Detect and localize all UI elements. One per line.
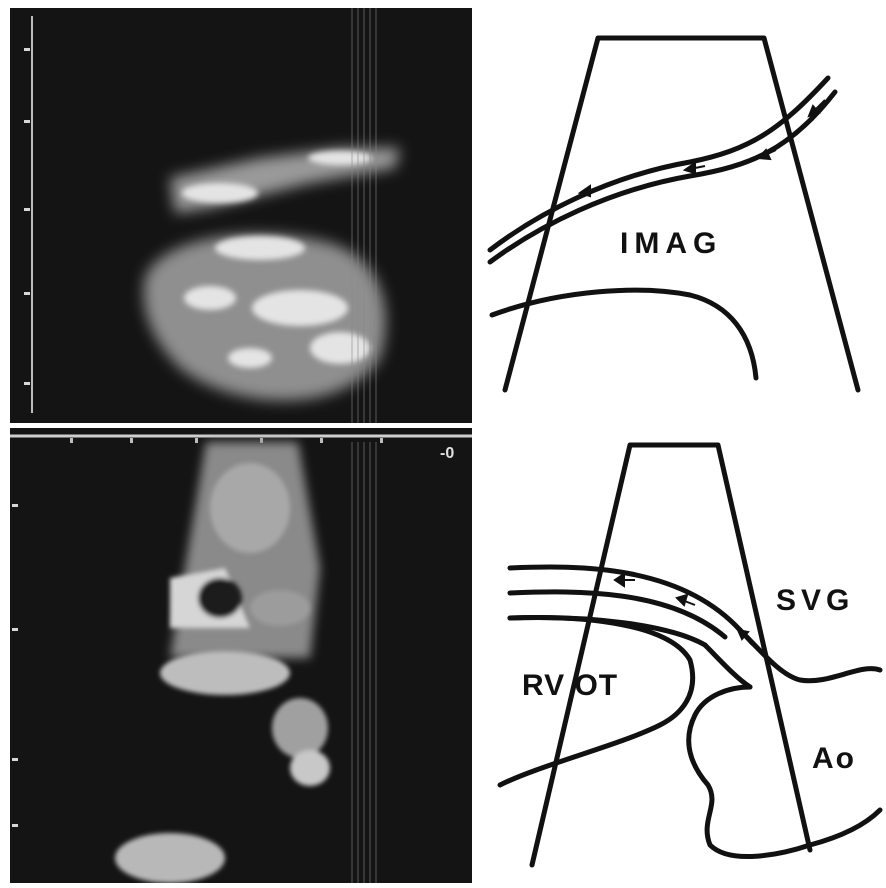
graft-termination — [705, 645, 750, 687]
transducer-sector-outline — [505, 38, 858, 390]
echo-image-top — [10, 8, 472, 423]
echo-image-bottom: -0 — [10, 428, 472, 883]
label-rvot: RV OT — [522, 669, 618, 702]
underlying-structure-contour — [492, 290, 756, 378]
schematic-top: IMAG — [480, 0, 886, 420]
graft-wall-middle-bottom — [510, 592, 725, 637]
label-svg: SVG — [776, 584, 854, 617]
graft-wall-upper — [490, 78, 828, 250]
schematic-bottom-graphic: SVG RV OT Ao — [480, 425, 886, 883]
schematic-bottom: SVG RV OT Ao — [480, 425, 886, 883]
depth-marker: -0 — [440, 445, 454, 462]
schematic-top-graphic: IMAG — [480, 0, 886, 420]
label-imag: IMAG — [620, 227, 722, 260]
echo-image-bottom-graphic: -0 — [10, 428, 472, 883]
echo-image-top-graphic — [10, 8, 472, 423]
label-ao: Ao — [812, 742, 856, 775]
transducer-sector-outline-bottom — [532, 445, 810, 865]
